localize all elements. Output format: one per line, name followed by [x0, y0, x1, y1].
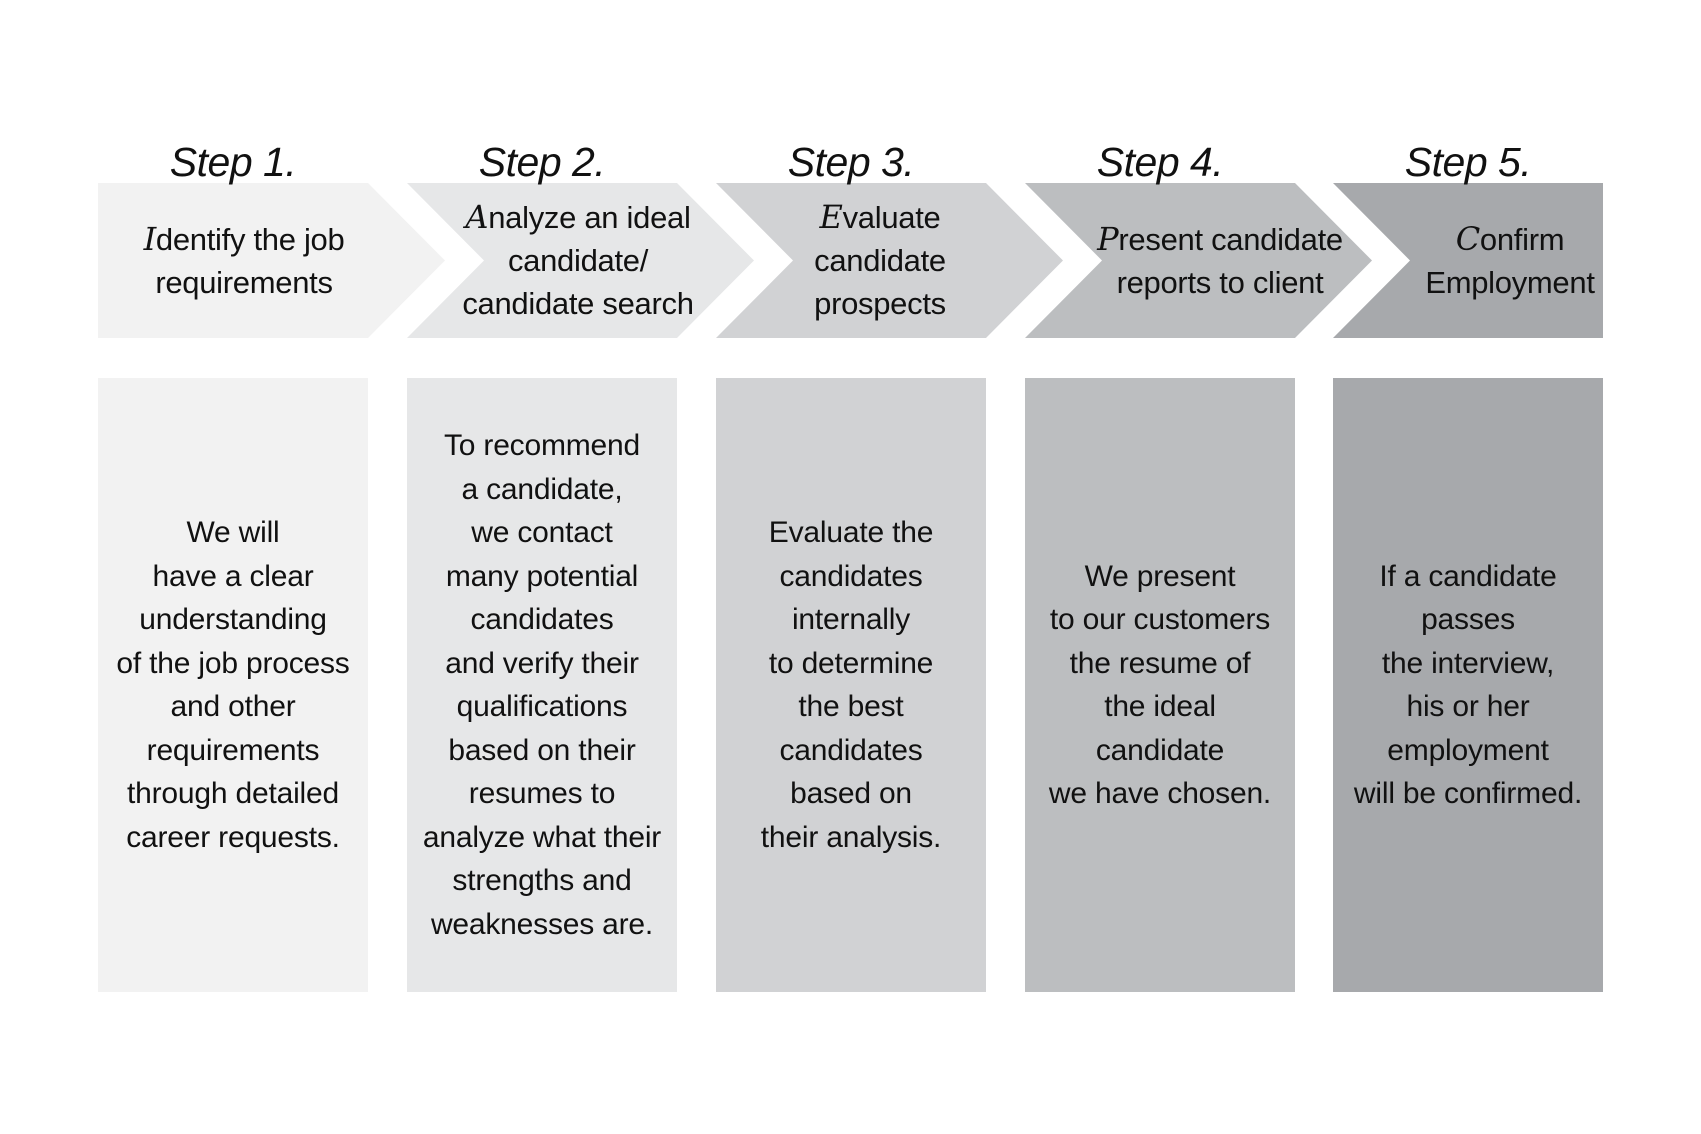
chevron-step-4	[1025, 183, 1372, 338]
step-5-title-initial: C	[1455, 219, 1480, 258]
step-2-description: To recommend a candidate, we contact man…	[422, 429, 662, 941]
step-1-description-box: We will have a clear understanding of th…	[98, 378, 368, 992]
step-1-label: Step 1.	[169, 139, 297, 185]
step-5-title-text: onfirm Employment	[1425, 221, 1595, 300]
step-4-title-initial: P	[1097, 219, 1119, 258]
step-2-description-box: To recommend a candidate, we contact man…	[407, 378, 677, 992]
step-4-description: We present to our customers the resume o…	[1048, 559, 1272, 811]
step-3-title-text: valuate candidate prospects	[814, 200, 946, 321]
step-1-title: Identify the job requirements	[94, 183, 394, 338]
step-3-description: Evaluate the candidates internally to de…	[760, 516, 942, 854]
chevron-step-2	[407, 183, 754, 338]
step-2-title: Analyze an ideal candidate/ candidate se…	[428, 183, 728, 338]
step-4-title-text: resent candidate reports to client	[1116, 221, 1344, 300]
step-2-title-initial: A	[465, 198, 489, 236]
chevron-step-3	[716, 183, 1063, 338]
step-3-title-initial: E	[819, 198, 843, 236]
step-5-description-box: If a candidate passes the interview, his…	[1333, 378, 1603, 992]
step-5-title: Confirm Employment	[1360, 183, 1660, 338]
step-3-title: Evaluate candidate prospects	[730, 183, 1030, 338]
step-2-title-text: nalyze an ideal candidate/ candidate sea…	[462, 200, 694, 321]
chevron-step-1	[98, 183, 445, 338]
step-2-label: Step 2.	[478, 139, 606, 185]
step-4-label: Step 4.	[1096, 139, 1224, 185]
step-1-title-text: dentify the job requirements	[155, 221, 345, 300]
step-4-description-box: We present to our customers the resume o…	[1025, 378, 1295, 992]
step-5-label: Step 5.	[1404, 139, 1532, 185]
step-3-label: Step 3.	[787, 139, 915, 185]
step-5-description: If a candidate passes the interview, his…	[1353, 559, 1583, 811]
step-1-description: We will have a clear understanding of th…	[116, 516, 350, 854]
step-4-title: Present candidate reports to client	[1070, 183, 1370, 338]
step-1-title-initial: I	[143, 219, 157, 258]
chevron-step-5	[1333, 183, 1603, 338]
step-3-description-box: Evaluate the candidates internally to de…	[716, 378, 986, 992]
